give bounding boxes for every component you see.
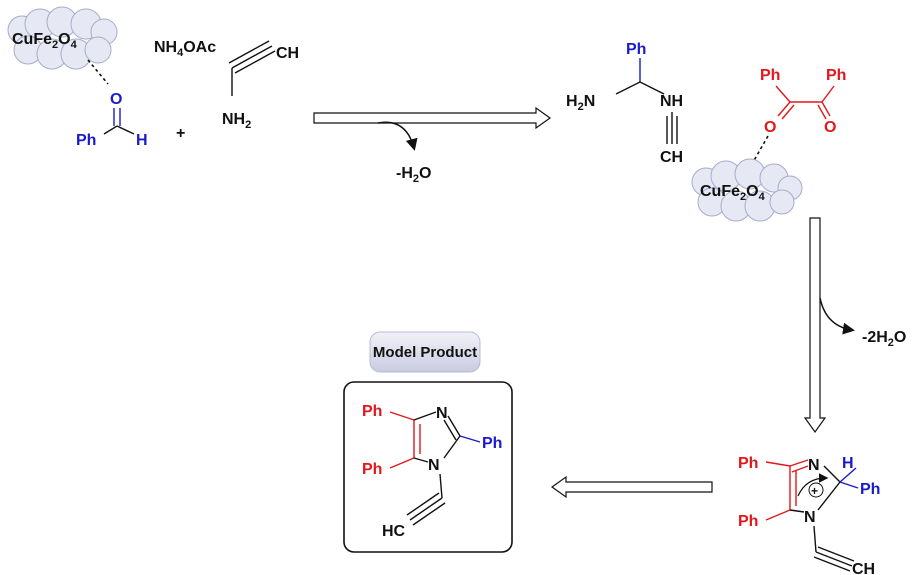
propargyl-triple-3 (234, 50, 276, 74)
catalyst-cluster-2 (691, 158, 803, 222)
cyclic-triple-1 (815, 551, 853, 567)
benzil-ph-2: Ph (826, 67, 846, 84)
product-ch2-bond (439, 473, 443, 499)
water-loss-curl-2 (819, 297, 855, 335)
plus-sign: + (176, 125, 185, 142)
benzil-co-2a (821, 101, 831, 117)
propargyl-ch: CH (276, 45, 299, 62)
water-loss-1: -H2O (396, 165, 431, 185)
cyclic-ph2-bond (765, 509, 791, 521)
product-n-2: N (428, 457, 440, 474)
cyclic-ch2-bond (813, 525, 817, 553)
catalyst-label-2: CuFe2O4 (700, 183, 766, 203)
arrow-step-1 (313, 106, 552, 130)
aldehyde-h: H (136, 132, 148, 149)
cyclic-n1-c-bond (823, 465, 841, 483)
cyclic-n2-bond (789, 509, 805, 513)
cyclic-triple-3 (813, 556, 851, 572)
product-c2-n2-bond (443, 435, 461, 459)
ammonium-acetate: NH4OAc (154, 39, 216, 59)
product-ph-3: Ph (482, 435, 502, 452)
cyclic-ph3-bond (839, 481, 859, 489)
cyclic-curly-arrow (797, 473, 829, 497)
catalyst-label-1: CuFe2O4 (12, 31, 78, 51)
product-c-n2-bond (413, 457, 429, 463)
intermediate-h2n: H2N (566, 93, 595, 113)
cyclic-cn-bond-a (789, 459, 809, 467)
product-ph-2: Ph (362, 461, 382, 478)
cyclic-ph-1: Ph (738, 455, 758, 472)
arrow-step-2 (803, 217, 827, 434)
cyclic-h-bond (839, 467, 857, 483)
intermediate-nh2-bond (615, 81, 641, 95)
product-hc: HC (382, 523, 406, 540)
cyclic-n-2: N (804, 509, 816, 526)
propargyl-triple-2 (228, 40, 270, 64)
product-ph1-bond (389, 411, 415, 421)
product-n-1: N (436, 405, 448, 422)
cyclic-cn-bond-b (791, 465, 809, 473)
cyclic-ph-2: Ph (738, 513, 758, 530)
benzil-bond-3 (821, 85, 835, 103)
intermediate-ch: CH (660, 149, 683, 166)
benzil-ph-1: Ph (760, 67, 780, 84)
cyclic-n2-c-bond (817, 481, 841, 511)
product-box (343, 381, 513, 553)
coordination-dash-1 (87, 59, 109, 85)
benzil-o-1: O (764, 119, 776, 136)
product-ph3-bond (459, 435, 481, 443)
benzil-co-2b (817, 104, 827, 120)
intermediate-ph: Ph (626, 41, 646, 58)
product-n1-c2-bond-b (443, 419, 457, 441)
product-n1-c2-bond-a (447, 415, 461, 437)
aldehyde-oxygen: O (110, 91, 122, 108)
cyclic-plus-circle (808, 482, 824, 498)
cyclic-ph-3: Ph (860, 481, 880, 498)
water-loss-2: -2H2O (862, 329, 906, 349)
product-triple-2 (412, 502, 446, 526)
product-ph2-bond (389, 457, 415, 469)
propargyl-triple-1 (231, 45, 273, 69)
arrow-step-3 (550, 475, 713, 499)
product-c-n1-bond (413, 411, 437, 421)
benzil-co-1b (781, 104, 795, 120)
model-product-label: Model Product (373, 344, 477, 361)
product-ph-1: Ph (362, 403, 382, 420)
intermediate-nh: NH (660, 93, 683, 110)
cyclic-ph1-bond (765, 461, 791, 467)
intermediate-nh-bond (639, 81, 665, 95)
benzil-co-1a (777, 101, 791, 117)
aldehyde-ph-bond (103, 125, 118, 135)
model-product-badge (369, 331, 481, 373)
cyclic-ch: CH (852, 561, 875, 575)
cyclic-h: H (842, 455, 854, 472)
product-triple-1 (409, 497, 443, 521)
coordination-dash-2 (743, 135, 769, 179)
cyclic-plus: + (811, 484, 818, 498)
benzil-o-2: O (824, 119, 836, 136)
catalyst-cluster-1 (7, 6, 118, 70)
benzil-bond-1 (775, 85, 791, 103)
cyclic-triple-2 (817, 546, 855, 562)
aldehyde-ph: Ph (76, 132, 96, 149)
water-loss-curl-1 (377, 121, 418, 151)
product-triple-3 (406, 492, 440, 516)
aldehyde-h-bond (116, 125, 135, 135)
cyclic-n-1: N (808, 457, 820, 474)
propargyl-nh2: NH2 (222, 111, 251, 131)
